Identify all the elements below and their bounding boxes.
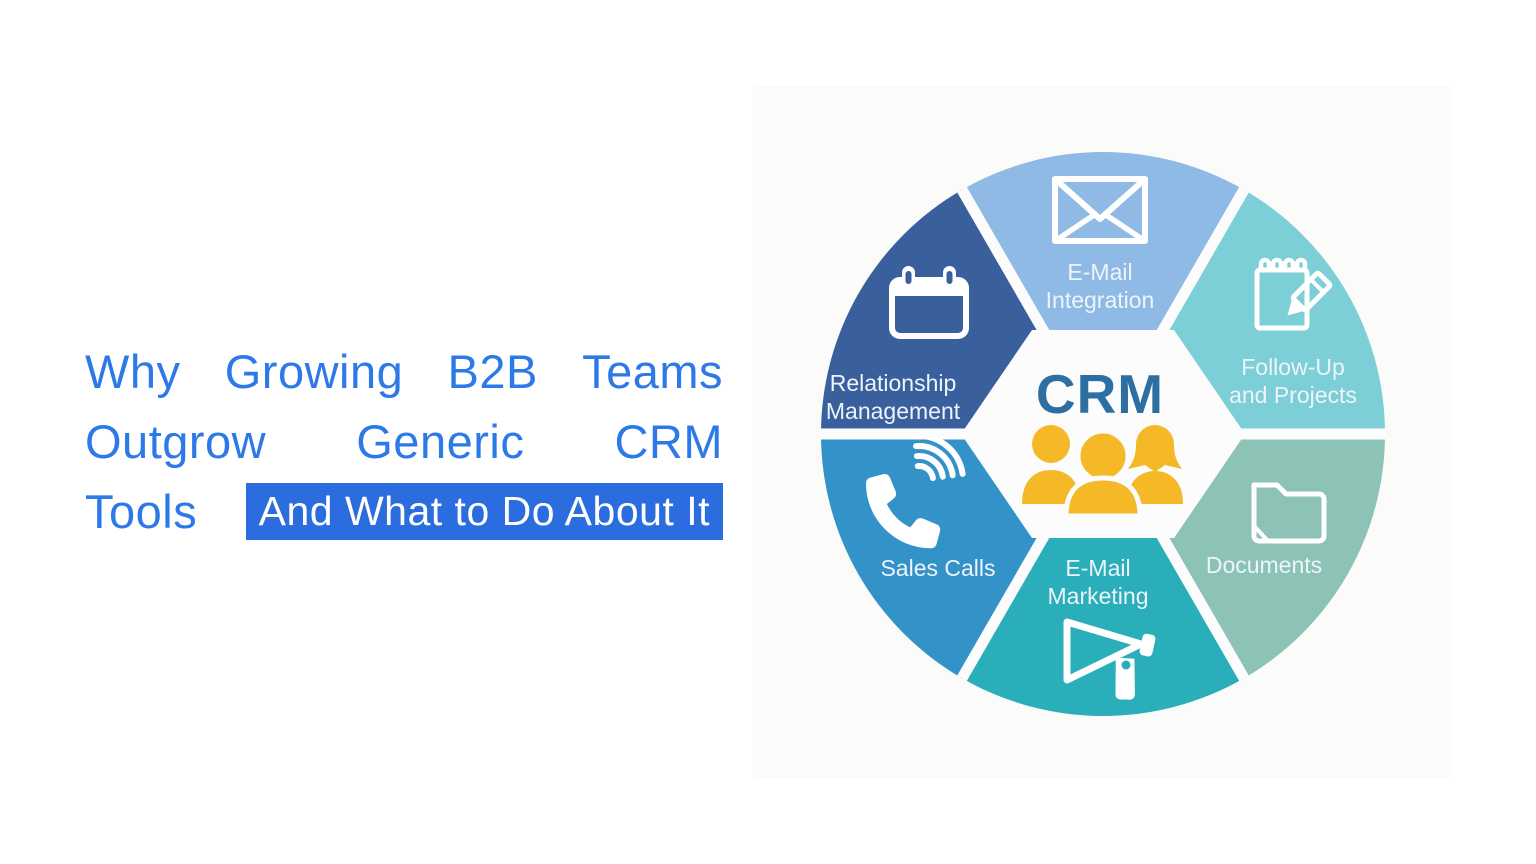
- label-line: Follow-Up: [1241, 354, 1345, 380]
- center-crm-label: CRM: [1035, 363, 1165, 425]
- signal-waves-icon: [912, 433, 966, 482]
- headline-line-2: Outgrow Generic CRM: [85, 406, 723, 476]
- headline-word: Why: [85, 344, 181, 398]
- headline-word: Tools: [85, 484, 198, 538]
- label-line: Management: [825, 398, 961, 424]
- headline-line-3: Tools And What to Do About It: [85, 476, 723, 546]
- megaphone-icon: [1063, 618, 1156, 700]
- segment-email-marketing: [962, 434, 1244, 716]
- headline-line-1: Why Growing B2B Teams: [85, 336, 723, 406]
- headline-word: Teams: [582, 344, 723, 398]
- label-line: E-Mail: [1065, 555, 1131, 581]
- notepad-pencil-icon: [1254, 257, 1333, 331]
- label-line: Marketing: [1047, 583, 1149, 609]
- label-follow-up-and-projects: Follow-Up and Projects: [1183, 353, 1403, 409]
- label-sales-calls: Sales Calls: [838, 554, 1038, 582]
- crm-diagram-svg: [821, 152, 1385, 716]
- label-line: Relationship: [829, 370, 957, 396]
- headline-word: Generic: [356, 414, 525, 468]
- headline: Why Growing B2B Teams Outgrow Generic CR…: [85, 336, 723, 546]
- label-line: and Projects: [1229, 382, 1357, 408]
- people-group-icon: [1022, 425, 1183, 519]
- envelope-icon: [1052, 176, 1148, 244]
- headline-word: CRM: [614, 414, 723, 468]
- label-line: Integration: [1045, 287, 1155, 313]
- label-relationship-management: Relationship Management: [783, 369, 1003, 425]
- segment-email-integration: [962, 152, 1244, 434]
- headline-word: Outgrow: [85, 414, 267, 468]
- folder-icon: [1251, 482, 1327, 544]
- label-email-marketing: E-Mail Marketing: [998, 554, 1198, 610]
- headline-highlight: And What to Do About It: [245, 482, 723, 540]
- label-email-integration: E-Mail Integration: [1000, 258, 1200, 314]
- label-line: Sales Calls: [880, 555, 996, 581]
- phone-icon: [866, 433, 966, 549]
- headline-word: B2B: [447, 344, 538, 398]
- calendar-icon: [889, 266, 969, 339]
- crm-circle-diagram: E-Mail Integration Follow-Up and Project…: [803, 134, 1403, 734]
- headline-word: Growing: [224, 344, 404, 398]
- label-line: Documents: [1205, 552, 1323, 578]
- label-documents: Documents: [1164, 551, 1364, 579]
- label-line: E-Mail: [1067, 259, 1133, 285]
